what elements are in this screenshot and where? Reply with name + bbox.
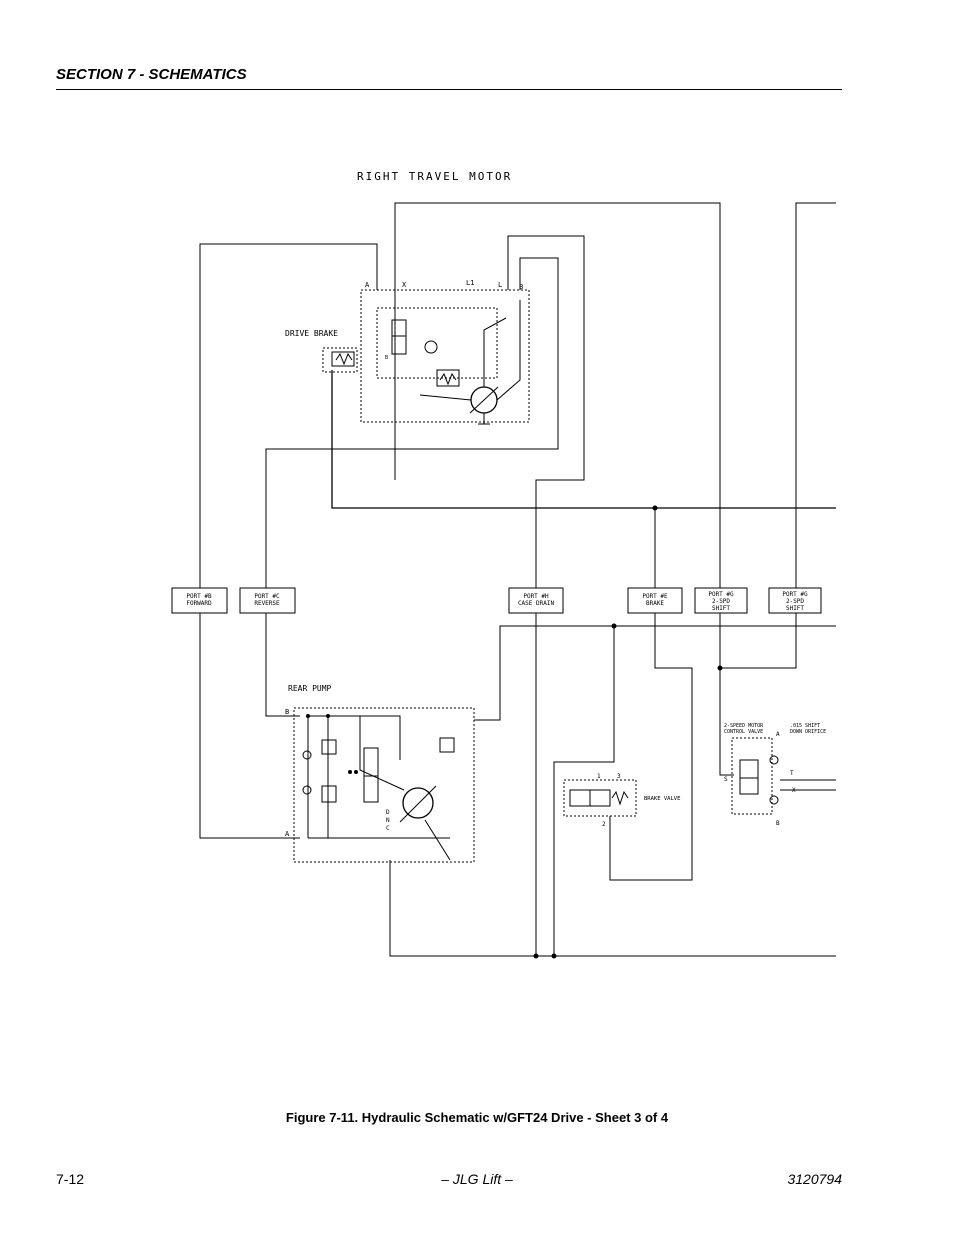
- section-header: SECTION 7 - SCHEMATICS: [56, 66, 247, 83]
- port-box: PORT #E BRAKE: [627, 587, 683, 614]
- port-box: PORT #G 2-SPD SHIFT: [768, 587, 822, 614]
- motor-port-l: L: [498, 281, 502, 289]
- motor-port-b: B: [519, 283, 523, 291]
- brake-valve-symbol: [563, 779, 637, 817]
- pump-enclosure: [293, 707, 475, 863]
- port-box-line: SHIFT: [786, 605, 804, 612]
- brake-valve-port-3: 3: [617, 773, 621, 780]
- schematic-title: RIGHT TRAVEL MOTOR: [357, 170, 512, 183]
- drive-brake-symbol: [322, 347, 358, 373]
- motor-port-a: A: [365, 281, 370, 289]
- two-speed-port-a: A: [776, 731, 780, 738]
- port-box-line: 2-SPD: [712, 598, 730, 605]
- hydraulic-lines: [199, 202, 836, 957]
- motor-port-x: X: [402, 281, 407, 289]
- port-box: PORT #H CASE DRAIN: [508, 587, 564, 614]
- port-box-line: PORT #H: [523, 593, 549, 600]
- orifice-label-2: DOWN ORIFICE: [790, 729, 826, 735]
- two-speed-port-s: S: [724, 776, 728, 783]
- brake-valve-port-1: 1: [597, 773, 601, 780]
- orifice-label-1: .015 SHIFT: [790, 723, 820, 729]
- port-box-line: PORT #C: [254, 593, 280, 600]
- port-box: PORT #B FORWARD: [171, 587, 228, 614]
- two-speed-label-1: 2-SPEED MOTOR: [724, 723, 764, 729]
- pump-port-a: A: [285, 830, 290, 838]
- port-box: PORT #G 2-SPD SHIFT: [694, 587, 748, 614]
- page-number: 7-12: [56, 1171, 85, 1187]
- port-box-line: PORT #B: [186, 593, 212, 600]
- port-box-line: PORT #G: [782, 591, 808, 598]
- port-box-line: PORT #E: [642, 593, 668, 600]
- port-box-line: REVERSE: [254, 600, 280, 607]
- port-box-line: BRAKE: [646, 600, 664, 607]
- pump-dnc-c: C: [386, 825, 390, 832]
- port-box: PORT #C REVERSE: [239, 587, 296, 614]
- two-speed-port-t: T: [790, 770, 794, 777]
- figure-caption: Figure 7-11. Hydraulic Schematic w/GFT24…: [285, 1110, 669, 1125]
- port-box-line: CASE DRAIN: [518, 600, 555, 607]
- port-box-line: 2-SPD: [786, 598, 804, 605]
- pump-port-b: B: [285, 708, 289, 716]
- motor-inner-b: B: [385, 355, 388, 361]
- port-box-line: FORWARD: [186, 600, 212, 607]
- document-number: 3120794: [787, 1171, 842, 1187]
- two-speed-port-b: B: [776, 820, 780, 827]
- header-rule: [56, 89, 842, 90]
- rear-pump-label: REAR PUMP: [288, 684, 332, 693]
- motor-enclosure: [360, 289, 530, 423]
- motor-port-l1: L1: [466, 279, 474, 287]
- port-box-line: SHIFT: [712, 605, 730, 612]
- brake-valve-port-2: 2: [602, 821, 606, 828]
- publisher: – JLG Lift –: [441, 1171, 513, 1187]
- pump-dnc-d: D: [386, 809, 390, 816]
- brake-valve-label: BRAKE VALVE: [644, 796, 680, 802]
- two-speed-label-2: CONTROL VALVE: [724, 729, 763, 735]
- port-box-line: PORT #G: [708, 591, 734, 598]
- drive-brake-label: DRIVE BRAKE: [285, 329, 338, 338]
- junction-dots: [306, 505, 723, 959]
- two-speed-valve-symbol: [731, 737, 773, 815]
- two-speed-port-x: X: [792, 787, 796, 794]
- pump-dnc-n: N: [386, 817, 390, 824]
